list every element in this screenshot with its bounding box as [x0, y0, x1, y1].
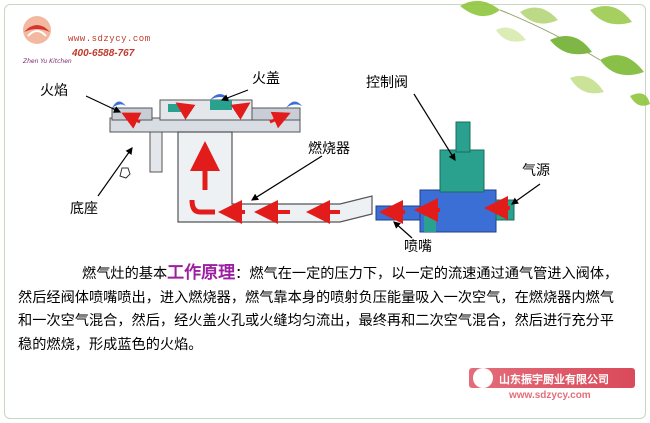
logo-phone: 400-6588-767 [72, 48, 135, 59]
paragraph-intro: 燃气灶的基本 [82, 266, 168, 282]
stove-diagram [85, 89, 541, 239]
company-mark-icon [473, 368, 493, 388]
paragraph-body: ：燃气在一定的压力下，以一定的流速通过通气管进入阀体，然后经阀体喷嘴喷出，进入燃… [18, 266, 619, 353]
valve-assembly [375, 121, 515, 233]
label-nozzle: 喷嘴 [404, 239, 432, 255]
company-name: 山东振宇厨业有限公司 [499, 373, 609, 386]
label-gas-source: 气源 [522, 163, 550, 179]
company-url: www.sdzycy.com [509, 390, 591, 401]
label-flame: 火焰 [40, 83, 68, 99]
label-base: 底座 [70, 201, 98, 217]
label-valve: 控制阀 [366, 75, 408, 91]
logo-brand: Zhen Yu Kitchen [23, 58, 72, 65]
burner-body [149, 131, 373, 224]
principle-paragraph: 燃气灶的基本工作原理：燃气在一定的压力下，以一定的流速通过通气管进入阀体，然后经… [18, 262, 628, 357]
logo-mark-icon [23, 16, 51, 44]
burner-head [109, 94, 302, 133]
company-badge: 山东振宇厨业有限公司 www.sdzycy.com [469, 368, 635, 406]
logo-url: www.sdzycy.com [68, 34, 151, 44]
label-cap: 火盖 [252, 71, 280, 87]
label-burner: 燃烧器 [308, 141, 350, 157]
paragraph-highlight: 工作原理 [167, 263, 236, 283]
leaves-decoration [460, 0, 650, 106]
company-logo: www.sdzycy.com 400-6588-767 Zhen Yu Kitc… [10, 14, 151, 65]
company-name-bar [469, 368, 635, 388]
hand-pointer-icon [119, 167, 131, 179]
